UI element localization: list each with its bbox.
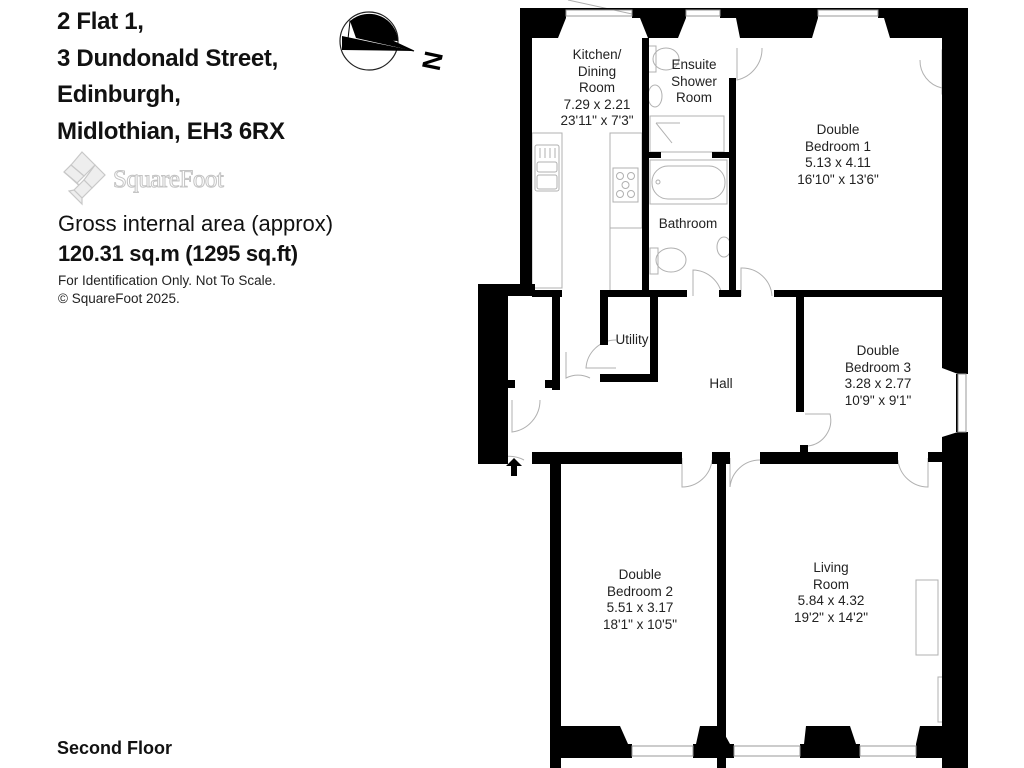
squarefoot-logo: SquareFoot bbox=[57, 150, 267, 210]
disclaimer-scale: For Identification Only. Not To Scale. bbox=[58, 273, 276, 288]
walls bbox=[478, 8, 968, 768]
room-name: Room bbox=[812, 576, 850, 592]
shower-tray-icon bbox=[649, 115, 725, 153]
room-name: Hall bbox=[709, 376, 733, 391]
room-name: Living bbox=[813, 560, 849, 575]
room-name: Room bbox=[578, 80, 616, 95]
room-imperial-dimensions: 23'11" x 7'3" bbox=[560, 113, 634, 128]
room-imperial-dimensions: 10'9" x 9'1" bbox=[844, 392, 912, 408]
room-metric-dimensions: 7.29 x 2.21 bbox=[563, 96, 631, 112]
room-metric-dimensions: 3.28 x 2.77 bbox=[844, 376, 912, 391]
address-line-1: 2 Flat 1, bbox=[57, 8, 144, 35]
room-name: Ensuite bbox=[671, 57, 717, 72]
room-label-bedroom-2: Double Bedroom 2 5.51 x 3.17 18'1" x 10'… bbox=[603, 567, 677, 633]
squarefoot-logo-text: SquareFoot bbox=[112, 166, 224, 194]
gross-area-label: Gross internal area (approx) bbox=[58, 211, 334, 236]
room-imperial-dimensions: 19'2" x 14'2" bbox=[793, 609, 869, 625]
room-label-bedroom-1: Double Bedroom 1 5.13 x 4.11 16'10" x 13… bbox=[797, 122, 879, 188]
disclaimer: For Identification Only. Not To Scale. ©… bbox=[58, 272, 276, 307]
room-name: Bedroom 2 bbox=[606, 583, 674, 599]
floor-label: Second Floor bbox=[57, 738, 173, 758]
fireplace-icon bbox=[915, 579, 939, 656]
room-label-living-room: Living Room 5.84 x 4.32 19'2" x 14'2" bbox=[794, 560, 868, 626]
windows bbox=[565, 9, 967, 757]
room-metric-dimensions: 5.13 x 4.11 bbox=[805, 155, 871, 170]
room-name: Bedroom 3 bbox=[844, 359, 912, 375]
room-name: Shower bbox=[671, 73, 717, 89]
room-label-kitchen-dining: Kitchen/ Dining Room 7.29 x 2.21 23'11" … bbox=[560, 47, 633, 130]
room-name: Utility bbox=[615, 332, 649, 347]
room-name: Dining bbox=[577, 63, 617, 79]
address-line-4: Midlothian, EH3 6RX bbox=[57, 117, 285, 145]
room-label-utility: Utility bbox=[616, 332, 649, 349]
gross-area-value: 120.31 sq.m (1295 sq.ft) bbox=[58, 241, 298, 266]
room-name: Room bbox=[675, 90, 712, 105]
window-glazing bbox=[567, 0, 633, 15]
address-line-2: 3 Dundonald Street, bbox=[57, 44, 278, 72]
room-metric-dimensions: 5.84 x 4.32 bbox=[797, 593, 865, 608]
room-imperial-dimensions: 18'1" x 10'5" bbox=[602, 616, 678, 632]
entrance-arrow-icon bbox=[506, 458, 522, 476]
room-metric-dimensions: 5.51 x 3.17 bbox=[606, 600, 674, 615]
north-compass-icon: N bbox=[339, 11, 449, 73]
room-name: Kitchen/ bbox=[572, 47, 622, 62]
bathroom-basin-icon bbox=[716, 236, 732, 258]
address-line-3: Edinburgh, bbox=[57, 81, 181, 108]
compass: N bbox=[336, 6, 456, 76]
hob-icon bbox=[612, 167, 639, 203]
room-label-ensuite: Ensuite Shower Room bbox=[671, 57, 717, 107]
copyright: © SquareFoot 2025. bbox=[58, 290, 180, 306]
room-name: Bathroom bbox=[658, 216, 718, 231]
room-label-bathroom: Bathroom bbox=[659, 216, 718, 233]
room-name: Double bbox=[816, 122, 860, 137]
room-name: Bedroom 1 bbox=[804, 138, 872, 154]
kitchen-sink-icon bbox=[534, 144, 560, 192]
room-name: Double bbox=[856, 343, 900, 358]
property-address: 2 Flat 1, 3 Dundonald Street, Edinburgh,… bbox=[57, 4, 285, 150]
room-name: Double bbox=[618, 567, 662, 582]
room-imperial-dimensions: 16'10" x 13'6" bbox=[797, 171, 879, 187]
room-label-bedroom-3: Double Bedroom 3 3.28 x 2.77 10'9" x 9'1… bbox=[845, 343, 912, 409]
ensuite-basin-icon bbox=[647, 84, 663, 108]
squarefoot-diamond-logo-icon bbox=[63, 151, 106, 206]
bathtub-icon bbox=[649, 159, 728, 205]
room-label-hall: Hall bbox=[709, 376, 732, 393]
bathroom-toilet-icon bbox=[649, 247, 687, 275]
